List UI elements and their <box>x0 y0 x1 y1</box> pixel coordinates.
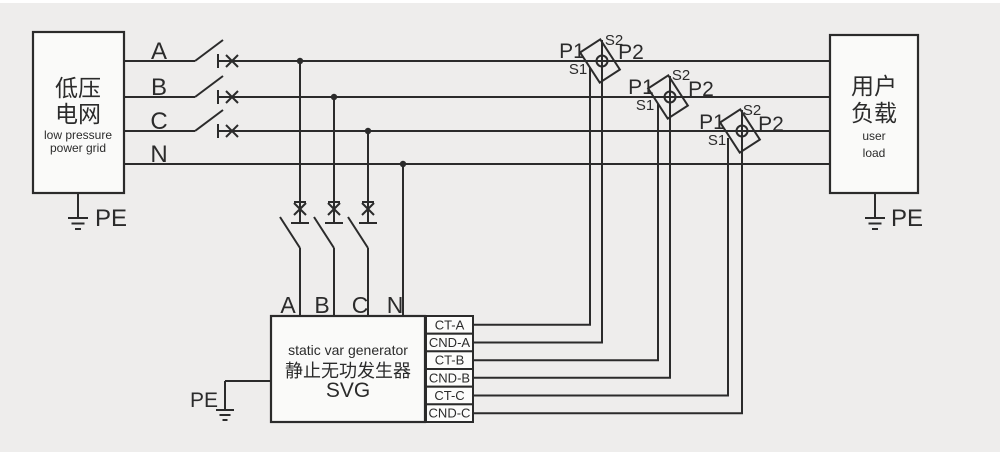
ground-symbol-svg <box>216 380 271 421</box>
phase-label-a-source: A <box>151 38 167 65</box>
ct-c-s1-label: S1 <box>708 132 726 149</box>
terminal-label-cnd-b: CND-B <box>429 370 470 385</box>
ct-b-p1-label: P1 <box>628 76 654 99</box>
phase-label-n-source: N <box>150 141 167 168</box>
terminal-label-ct-a: CT-A <box>435 317 465 332</box>
svg-branch-drop-b <box>313 97 343 316</box>
load-box-subtitle-line1: user <box>862 129 885 143</box>
phase-label-b-source: B <box>151 74 167 101</box>
phase-label-n-svg-input: N <box>387 292 404 318</box>
junction-dot-c <box>364 127 372 135</box>
pe-label-svg: PE <box>190 389 218 412</box>
phase-label-b-svg-input: B <box>314 292 329 318</box>
svg-branch-drop-a <box>279 61 309 316</box>
disconnect-breaker-symbol-a <box>194 39 239 68</box>
top-white-strip <box>0 0 1000 3</box>
junction-dot-a <box>296 57 304 65</box>
phase-label-a-svg-input: A <box>280 292 296 318</box>
disconnect-breaker-symbol-b <box>194 75 239 104</box>
load-box-title-line1: 用户 <box>851 73 897 99</box>
ct-a-s1-label: S1 <box>569 61 587 78</box>
current-transformer-c <box>718 107 762 155</box>
ct-b-p2-label: P2 <box>688 78 714 101</box>
power-grid-box <box>31 30 126 195</box>
ct-c-p1-label: P1 <box>699 111 725 134</box>
wire-s1c-to-ct-c <box>473 138 729 397</box>
junction-dot-b <box>330 93 338 101</box>
wire-s2a-to-cnd-a <box>473 40 603 344</box>
ct-a-p1-label: P1 <box>559 40 585 63</box>
phase-label-c-svg-input: C <box>352 292 369 318</box>
ground-symbol-load <box>865 193 885 230</box>
terminal-label-cnd-a: CND-A <box>429 335 470 350</box>
phase-label-c-source: C <box>150 108 167 135</box>
ct-a-p2-label: P2 <box>618 41 644 64</box>
wire-s2c-to-cnd-c <box>473 110 743 415</box>
terminal-label-cnd-c: CND-C <box>429 406 471 421</box>
current-transformer-a <box>578 37 622 85</box>
ct-b-s2-label: S2 <box>672 67 690 84</box>
user-load-box <box>828 33 920 195</box>
svg-branch-drop-c <box>347 131 377 316</box>
load-box-title-line2: 负载 <box>851 100 897 126</box>
svg-box-name-zh: 静止无功发生器 <box>285 361 411 381</box>
ct-a-s2-label: S2 <box>605 32 623 49</box>
grid-box-title-line1: 低压 <box>55 75 101 101</box>
wire-s1a-to-ct-a <box>473 68 591 326</box>
svg-terminal-strip <box>425 315 474 423</box>
ground-symbol-grid <box>68 193 88 230</box>
disconnect-breaker-symbol-c <box>194 109 239 138</box>
terminal-cnd-c <box>425 403 474 423</box>
grid-box-subtitle-line2: power grid <box>50 141 106 155</box>
wire-s2b-to-cnd-b <box>473 76 671 379</box>
grid-box-title-line2: 电网 <box>55 101 101 127</box>
wire-s1b-to-ct-b <box>473 104 659 362</box>
terminal-label-ct-b: CT-B <box>435 353 465 368</box>
svg-box-name-en: static var generator <box>288 342 408 358</box>
svg-box-abbr: SVG <box>326 379 370 402</box>
junction-dot-n <box>399 160 407 168</box>
grid-box-subtitle-line1: low pressure <box>44 128 112 142</box>
ct-c-p2-label: P2 <box>758 113 784 136</box>
terminal-label-ct-c: CT-C <box>434 388 464 403</box>
ct-secondary-wires <box>473 40 743 415</box>
ct-c-s2-label: S2 <box>743 102 761 119</box>
pe-label-grid: PE <box>95 205 127 232</box>
pe-label-load: PE <box>891 205 923 232</box>
load-box-subtitle-line2: load <box>863 146 886 160</box>
current-transformer-b <box>646 73 690 121</box>
ct-b-s1-label: S1 <box>636 97 654 114</box>
